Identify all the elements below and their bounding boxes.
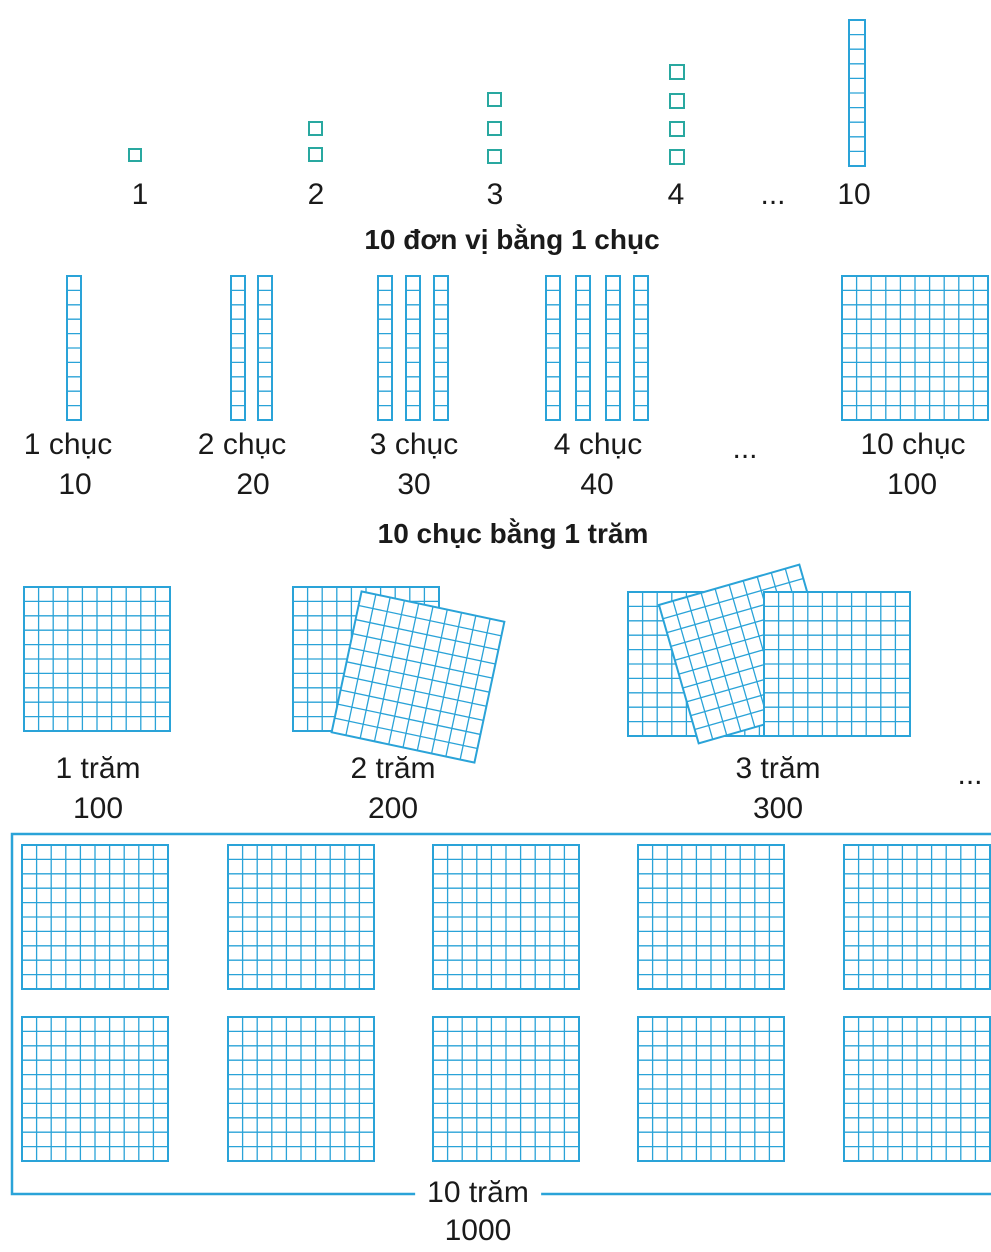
hundreds-value-2: 200: [368, 792, 418, 826]
tens-name-10: 10 chục: [860, 428, 965, 462]
ten-rod: [231, 276, 245, 420]
tens-value-4: 40: [580, 468, 613, 502]
thousand-name: 10 trăm: [415, 1176, 541, 1210]
ten-rod: [849, 20, 865, 166]
ten-rod: [67, 276, 81, 420]
unit-cube: [129, 149, 141, 161]
hundreds-name-1: 1 trăm: [55, 752, 140, 786]
unit-cube: [309, 148, 322, 161]
hundred-flat: [844, 845, 990, 989]
ten-rod: [606, 276, 620, 420]
hundreds-name-2: 2 trăm: [350, 752, 435, 786]
hundred-flat: [433, 1017, 579, 1161]
tens-value-2: 20: [236, 468, 269, 502]
tens-heading: 10 chục bằng 1 trăm: [378, 518, 649, 550]
unit-cube: [488, 150, 501, 163]
tens-value-1: 10: [58, 468, 91, 502]
tens-name-3: 3 chục: [370, 428, 458, 462]
unit-cube: [670, 94, 684, 108]
unit-label-ellipsis: ...: [760, 178, 785, 212]
hundred-flat: [433, 845, 579, 989]
ten-rod: [634, 276, 648, 420]
hundred-flat: [22, 1017, 168, 1161]
ten-rod: [434, 276, 448, 420]
hundred-flat: [24, 587, 170, 731]
unit-label-1: 1: [132, 178, 149, 212]
ten-rod: [546, 276, 560, 420]
unit-label-4: 4: [668, 178, 685, 212]
hundred-flat: [332, 591, 505, 762]
tens-name-2: 2 chục: [198, 428, 286, 462]
unit-cube: [488, 122, 501, 135]
hundreds-value-1: 100: [73, 792, 123, 826]
tens-value-3: 30: [397, 468, 430, 502]
ten-rod: [258, 276, 272, 420]
ten-rod: [406, 276, 420, 420]
ten-rod: [378, 276, 392, 420]
hundred-flat: [228, 1017, 374, 1161]
hundred-flat: [228, 845, 374, 989]
hundreds-ellipsis: ...: [957, 758, 982, 792]
thousand-value: 1000: [445, 1214, 512, 1248]
hundred-flat: [764, 592, 910, 736]
units-heading: 10 đơn vị bằng 1 chục: [364, 224, 659, 256]
unit-label-3: 3: [487, 178, 504, 212]
tens-ellipsis: ...: [732, 432, 757, 466]
tens-name-1: 1 chục: [24, 428, 112, 462]
unit-label-2: 2: [308, 178, 325, 212]
unit-cube: [670, 150, 684, 164]
unit-cube: [309, 122, 322, 135]
hundred-flat: [638, 845, 784, 989]
hundred-flat: [844, 1017, 990, 1161]
unit-cube: [488, 93, 501, 106]
unit-cube: [670, 122, 684, 136]
hundreds-value-3: 300: [753, 792, 803, 826]
hundred-flat: [22, 845, 168, 989]
tens-name-4: 4 chục: [554, 428, 642, 462]
unit-cube: [670, 65, 684, 79]
unit-label-10: 10: [837, 178, 870, 212]
ten-rod: [576, 276, 590, 420]
tens-value-10: 100: [887, 468, 937, 502]
hundred-flat: [638, 1017, 784, 1161]
hundred-flat: [842, 276, 988, 420]
hundreds-name-3: 3 trăm: [735, 752, 820, 786]
